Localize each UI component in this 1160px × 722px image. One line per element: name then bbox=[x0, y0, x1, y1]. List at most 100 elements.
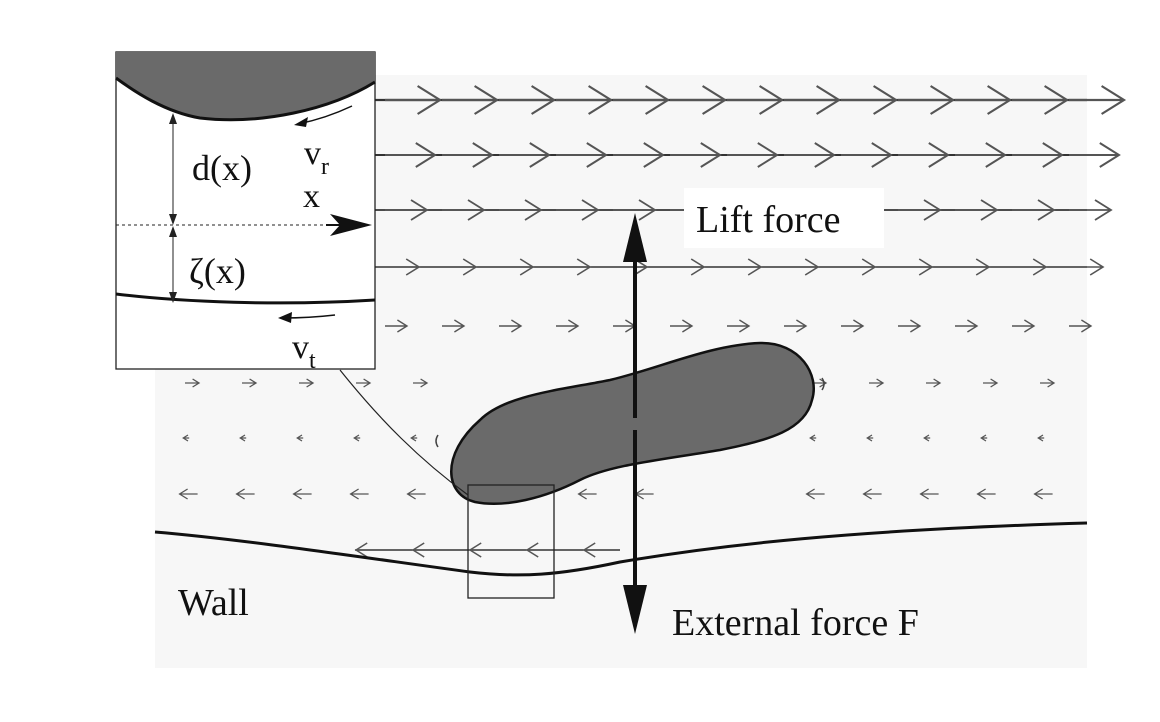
velocity-arrow bbox=[499, 199, 543, 221]
velocity-arrow bbox=[955, 258, 991, 276]
velocity-arrow bbox=[468, 542, 500, 558]
velocity-arrow bbox=[185, 378, 201, 388]
velocity-arrow bbox=[556, 142, 608, 168]
particle bbox=[450, 341, 815, 505]
velocity-arrow bbox=[841, 85, 899, 115]
velocity-arrow bbox=[385, 258, 421, 276]
velocity-arrow bbox=[866, 434, 874, 442]
velocity-arrow bbox=[1012, 199, 1056, 221]
velocity-arrow bbox=[385, 199, 429, 221]
external-force-arrowhead bbox=[623, 585, 647, 634]
lift-force-arrowhead bbox=[623, 213, 647, 262]
velocity-arrow bbox=[784, 85, 842, 115]
velocity-arrow bbox=[499, 85, 557, 115]
velocity-arrow bbox=[499, 142, 551, 168]
inset-wall-boundary bbox=[115, 292, 376, 305]
velocity-arrow bbox=[727, 258, 763, 276]
v-r-arrowhead bbox=[294, 117, 308, 127]
velocity-arrow bbox=[613, 142, 665, 168]
velocity-arrow bbox=[1069, 142, 1121, 168]
velocity-arrow bbox=[385, 85, 443, 115]
velocity-arrow bbox=[898, 319, 922, 333]
v-r-label: vr bbox=[304, 135, 329, 180]
inset-x-axis-arrowhead bbox=[330, 214, 372, 236]
v-t-arrowhead bbox=[278, 312, 292, 323]
velocity-arrow bbox=[1040, 378, 1056, 388]
velocity-arrow bbox=[955, 199, 999, 221]
velocity-arrow bbox=[841, 142, 893, 168]
velocity-arrow bbox=[242, 378, 258, 388]
velocity-arrow bbox=[1069, 258, 1105, 276]
velocity-arrow bbox=[670, 85, 728, 115]
velocity-arrow bbox=[926, 378, 942, 388]
velocity-arrow bbox=[385, 319, 409, 333]
velocity-arrow bbox=[983, 378, 999, 388]
velocity-arrow bbox=[577, 488, 597, 500]
velocity-arrow bbox=[1012, 258, 1048, 276]
velocity-arrow bbox=[385, 142, 437, 168]
v-t-base: v bbox=[292, 329, 309, 366]
velocity-arrow bbox=[784, 142, 836, 168]
velocity-arrow bbox=[356, 378, 372, 388]
velocity-arrow bbox=[841, 319, 865, 333]
velocity-arrow bbox=[1069, 85, 1127, 115]
velocity-arrow bbox=[923, 434, 931, 442]
velocity-arrow bbox=[727, 142, 779, 168]
zoom-connector-line bbox=[339, 369, 469, 496]
velocity-arrow bbox=[613, 85, 671, 115]
velocity-arrow bbox=[898, 85, 956, 115]
velocity-arrow bbox=[556, 199, 600, 221]
velocity-arrow bbox=[182, 434, 190, 442]
velocity-arrow bbox=[556, 258, 592, 276]
velocity-arrow bbox=[499, 258, 535, 276]
external-force-label: External force F bbox=[672, 602, 919, 644]
velocity-arrow bbox=[406, 488, 426, 500]
velocity-arrow bbox=[670, 142, 722, 168]
near-particle-mark bbox=[821, 377, 825, 391]
velocity-arrow bbox=[670, 258, 706, 276]
velocity-arrow bbox=[299, 378, 315, 388]
wall-surface bbox=[154, 521, 1088, 577]
v-r-subscript: r bbox=[321, 154, 329, 180]
inset-particle-surface bbox=[116, 52, 375, 120]
velocity-arrow bbox=[805, 488, 825, 500]
velocity-arrow bbox=[670, 319, 694, 333]
velocity-arrow bbox=[955, 319, 979, 333]
velocity-arrow bbox=[1069, 319, 1093, 333]
lift-force-label: Lift force bbox=[696, 199, 841, 241]
velocity-arrow bbox=[410, 434, 418, 442]
inset-panel: d(x) ζ(x) x vr vt bbox=[115, 51, 376, 374]
gap-label: d(x) bbox=[192, 148, 252, 188]
velocity-arrow bbox=[955, 142, 1007, 168]
deformation-label: ζ(x) bbox=[189, 251, 246, 291]
velocity-arrow bbox=[898, 142, 950, 168]
velocity-arrow bbox=[292, 488, 312, 500]
velocity-arrow bbox=[1069, 199, 1113, 221]
velocity-arrow bbox=[442, 85, 500, 115]
velocity-arrow bbox=[582, 542, 614, 558]
velocity-arrow bbox=[1012, 142, 1064, 168]
velocity-arrow bbox=[976, 488, 996, 500]
velocity-arrow bbox=[1012, 85, 1070, 115]
near-particle-mark bbox=[435, 434, 439, 448]
velocity-arrow bbox=[613, 199, 657, 221]
velocity-arrow bbox=[727, 319, 751, 333]
velocity-arrow bbox=[239, 434, 247, 442]
velocity-arrow bbox=[442, 199, 486, 221]
velocity-arrow bbox=[556, 85, 614, 115]
velocity-arrow bbox=[869, 378, 885, 388]
velocity-arrow bbox=[442, 142, 494, 168]
velocity-arrow bbox=[1012, 319, 1036, 333]
v-r-base: v bbox=[304, 135, 321, 172]
velocity-arrow bbox=[353, 434, 361, 442]
lift-force-label-bg bbox=[684, 188, 884, 248]
v-t-label: vt bbox=[292, 329, 316, 374]
inset-particle-boundary bbox=[115, 76, 376, 122]
wall-label: Wall bbox=[178, 582, 249, 624]
x-axis-label: x bbox=[303, 178, 320, 215]
velocity-arrow bbox=[349, 488, 369, 500]
velocity-arrow bbox=[442, 319, 466, 333]
velocity-arrow bbox=[354, 542, 386, 558]
velocity-arrow bbox=[411, 542, 443, 558]
velocity-arrow bbox=[556, 319, 580, 333]
